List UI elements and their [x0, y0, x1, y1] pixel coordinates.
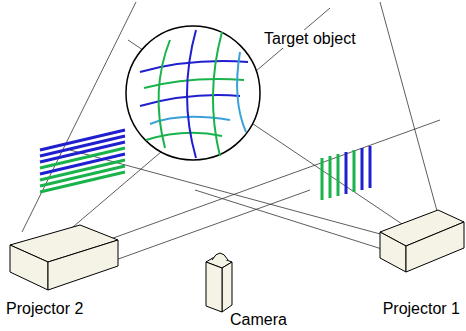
- projector-1-stripes: [322, 146, 370, 200]
- object-label: Target object: [262, 30, 358, 48]
- projection-rays: [22, 2, 440, 262]
- projector-label: Projector 2: [4, 300, 85, 318]
- projector-1: [380, 210, 464, 272]
- projected-pattern: [140, 30, 248, 158]
- projector-2: [10, 225, 118, 290]
- projector-2-stripes: [40, 130, 125, 192]
- camera-label: Camera: [228, 311, 289, 329]
- projector-label: Projector 1: [381, 300, 462, 318]
- target-object: [126, 26, 260, 160]
- camera: [206, 253, 232, 312]
